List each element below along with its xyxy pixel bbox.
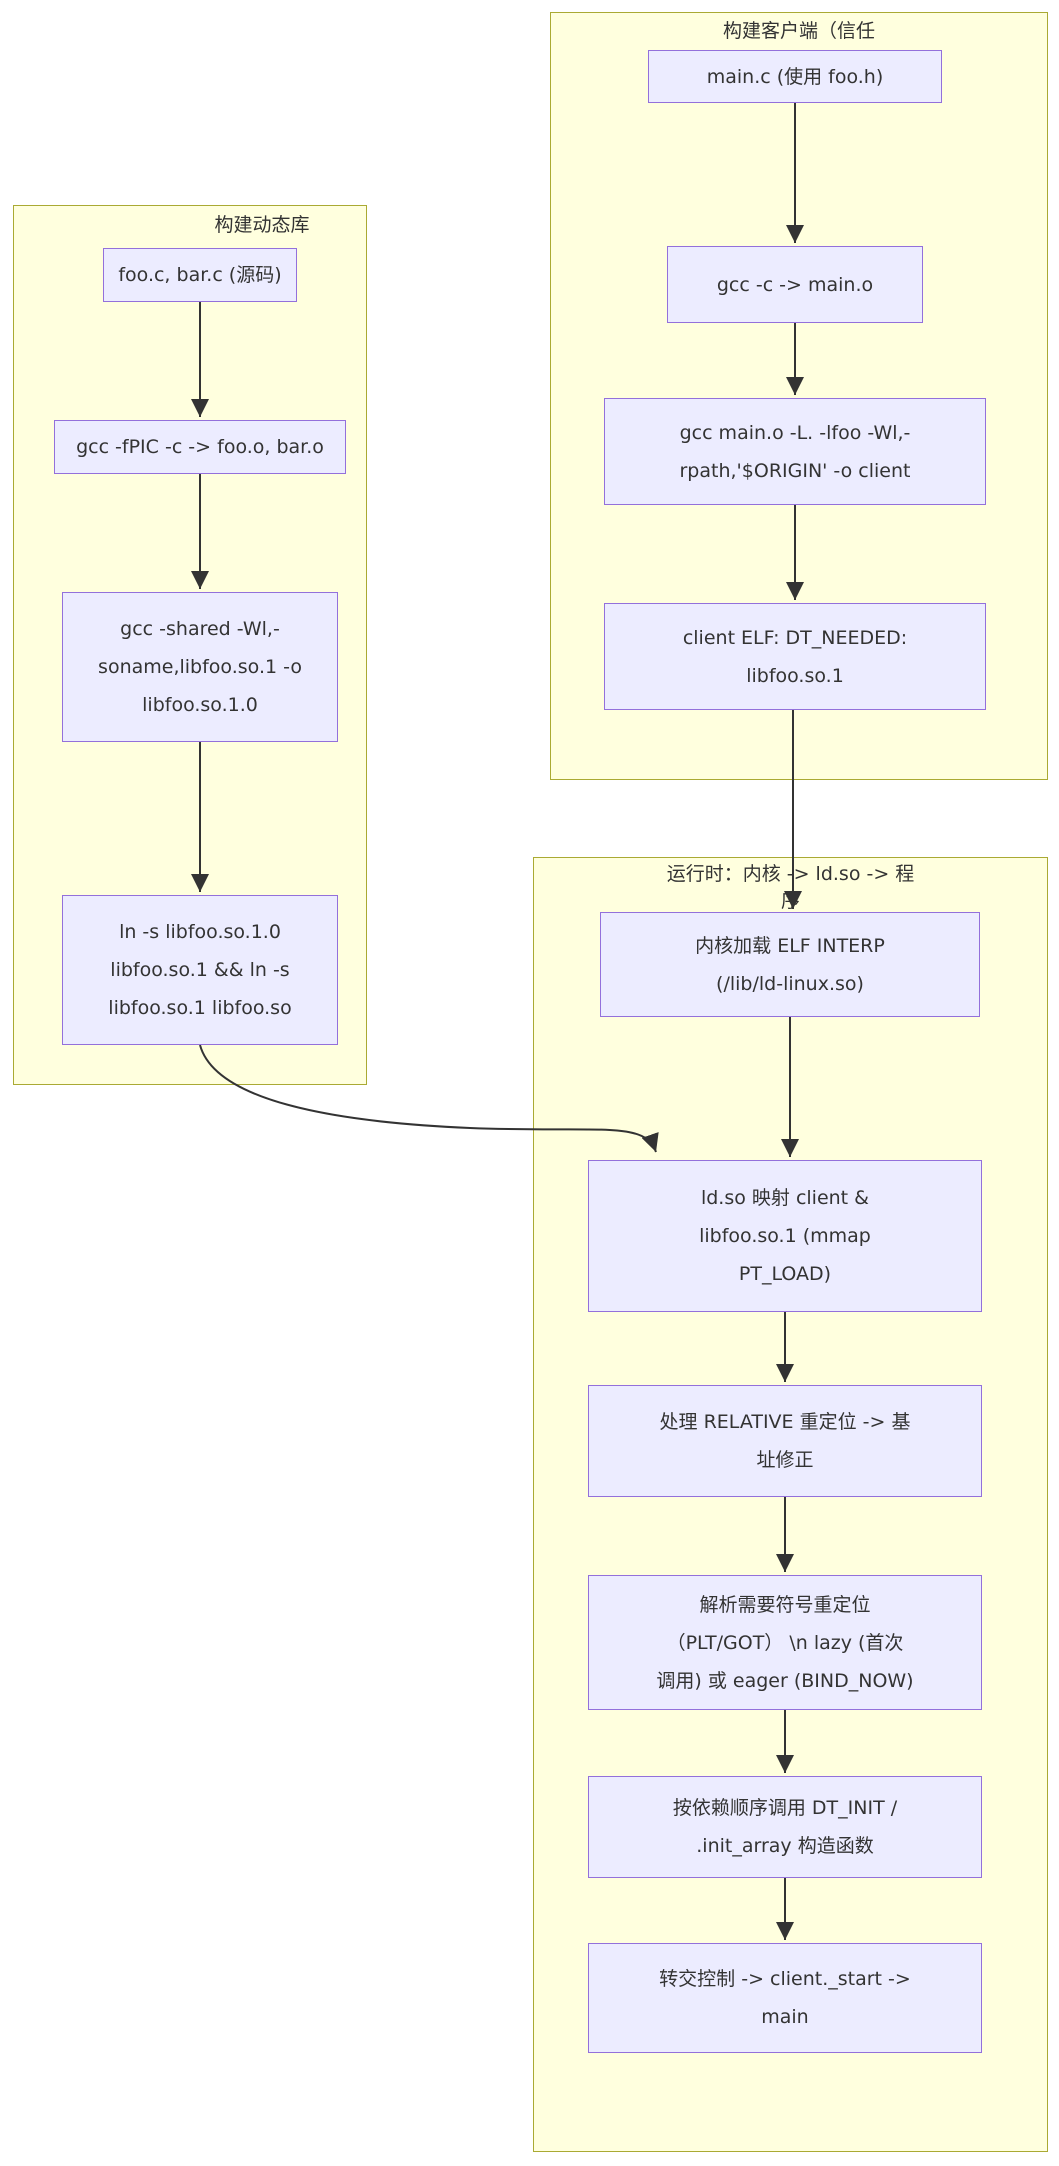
node-client-main-c: main.c (使用 foo.h) xyxy=(648,50,942,103)
node-lib-symlinks-label: ln -s libfoo.so.1.0 libfoo.so.1 && ln -s… xyxy=(108,921,292,1019)
node-runtime-mmap: ld.so 映射 client & libfoo.so.1 (mmap PT_L… xyxy=(588,1160,982,1312)
node-lib-link-shared: gcc -shared -Wl,- soname,libfoo.so.1 -o … xyxy=(62,592,338,742)
node-client-compile-obj-label: gcc -c -> main.o xyxy=(716,273,874,296)
node-client-link-label: gcc main.o -L. -lfoo -Wl,- rpath,'$ORIGI… xyxy=(679,421,911,482)
node-runtime-start: 转交控制 -> client._start -> main xyxy=(588,1943,982,2053)
node-client-elf-needed: client ELF: DT_NEEDED: libfoo.so.1 xyxy=(604,603,986,710)
node-client-link: gcc main.o -L. -lfoo -Wl,- rpath,'$ORIGI… xyxy=(604,398,986,505)
node-runtime-relative-reloc: 处理 RELATIVE 重定位 -> 基 址修正 xyxy=(588,1385,982,1497)
node-lib-compile-pic-label: gcc -fPIC -c -> foo.o, bar.o xyxy=(76,436,324,458)
node-lib-symlinks: ln -s libfoo.so.1.0 libfoo.so.1 && ln -s… xyxy=(62,895,338,1045)
node-runtime-init-label: 按依赖顺序调用 DT_INIT / .init_array 构造函数 xyxy=(672,1797,898,1857)
node-client-compile-obj: gcc -c -> main.o xyxy=(667,246,923,323)
subgraph-build-client-title: 构建客户端（信任 xyxy=(722,20,875,42)
node-runtime-relative-reloc-label: 处理 RELATIVE 重定位 -> 基 址修正 xyxy=(659,1411,911,1471)
node-lib-link-shared-label: gcc -shared -Wl,- soname,libfoo.so.1 -o … xyxy=(98,618,302,716)
node-runtime-init: 按依赖顺序调用 DT_INIT / .init_array 构造函数 xyxy=(588,1776,982,1878)
node-lib-compile-pic: gcc -fPIC -c -> foo.o, bar.o xyxy=(54,420,346,474)
node-runtime-symbol-reloc-label: 解析需要符号重定位 （PLT/GOT） \n lazy (首次 调用) 或 ea… xyxy=(656,1593,914,1692)
subgraph-runtime-title: 运行时：内核 -> ld.so -> 程 序 xyxy=(666,863,915,912)
subgraph-build-lib-title: 构建动态库 xyxy=(214,214,310,236)
node-runtime-start-label: 转交控制 -> client._start -> main xyxy=(659,1968,911,2028)
node-runtime-kernel-interp: 内核加载 ELF INTERP (/lib/ld-linux.so) xyxy=(600,912,980,1017)
node-runtime-kernel-interp-label: 内核加载 ELF INTERP (/lib/ld-linux.so) xyxy=(695,934,885,995)
node-client-elf-needed-label: client ELF: DT_NEEDED: libfoo.so.1 xyxy=(682,626,908,687)
node-lib-sources-label: foo.c, bar.c (源码) xyxy=(118,264,282,286)
node-lib-sources: foo.c, bar.c (源码) xyxy=(103,248,297,302)
node-client-main-c-label: main.c (使用 foo.h) xyxy=(706,65,884,88)
node-runtime-mmap-label: ld.so 映射 client & libfoo.so.1 (mmap PT_L… xyxy=(699,1187,871,1285)
node-runtime-symbol-reloc: 解析需要符号重定位 （PLT/GOT） \n lazy (首次 调用) 或 ea… xyxy=(588,1575,982,1710)
